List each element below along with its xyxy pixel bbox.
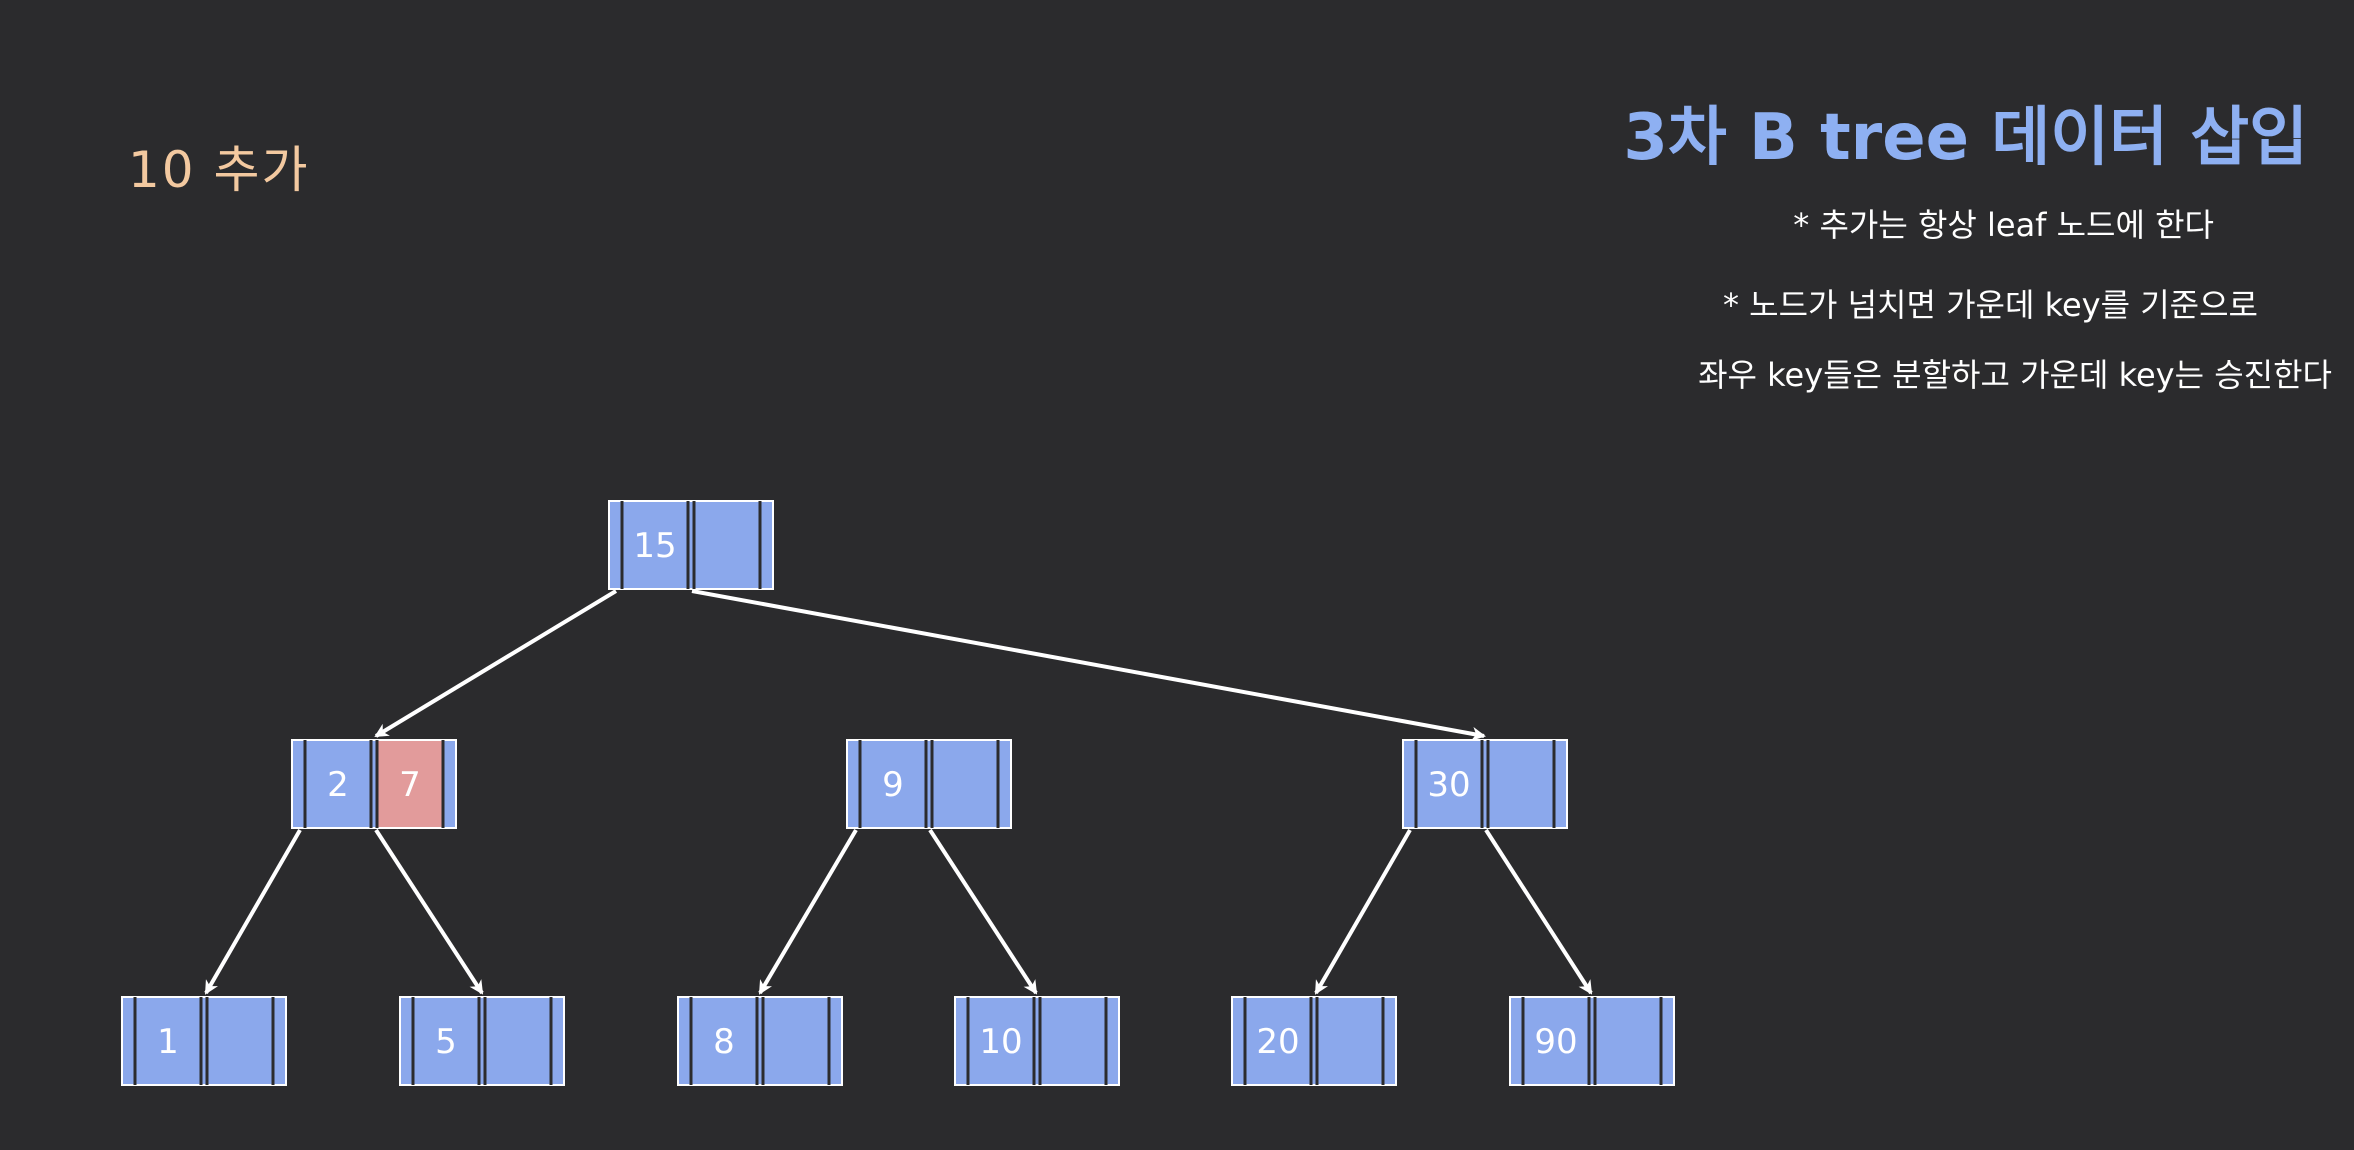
key-label-10: 10 bbox=[979, 1022, 1022, 1062]
key-label-15: 15 bbox=[633, 526, 676, 566]
rule-text-2: * 노드가 넘치면 가운데 key를 기준으로 bbox=[1722, 286, 2258, 324]
key-label-20: 20 bbox=[1256, 1022, 1299, 1062]
node-box bbox=[1231, 996, 1397, 1086]
key-label-8: 8 bbox=[713, 1022, 735, 1062]
edge-root-to-n-30 bbox=[691, 589, 1486, 741]
edge-n-9-to-leaf-10 bbox=[928, 828, 1038, 995]
node-box bbox=[677, 996, 843, 1086]
node-leaf-10: 10 bbox=[954, 996, 1120, 1086]
edge-n-30-to-leaf-90 bbox=[1484, 828, 1593, 995]
slide-title: 3차 B tree 데이터 삽입 bbox=[1623, 101, 2308, 175]
key-label-5: 5 bbox=[435, 1022, 457, 1062]
node-leaf-8: 8 bbox=[677, 996, 843, 1086]
node-n-9: 9 bbox=[846, 739, 1012, 829]
rule-text-1: * 추가는 항상 leaf 노드에 한다 bbox=[1793, 206, 2214, 244]
rule-text-3: 좌우 key들은 분할하고 가운데 key는 승진한다 bbox=[1698, 356, 2332, 394]
node-box bbox=[846, 739, 1012, 829]
key-label-90: 90 bbox=[1534, 1022, 1577, 1062]
node-leaf-20: 20 bbox=[1231, 996, 1397, 1086]
key-label-30: 30 bbox=[1427, 765, 1470, 805]
node-root: 15 bbox=[608, 500, 774, 590]
edge-n-2-7-to-leaf-5 bbox=[374, 828, 484, 995]
node-leaf-5: 5 bbox=[399, 996, 565, 1086]
node-leaf-1: 1 bbox=[121, 996, 287, 1086]
node-box bbox=[608, 500, 774, 590]
key-slot-highlight bbox=[377, 741, 443, 827]
node-box bbox=[121, 996, 287, 1086]
key-label-9: 9 bbox=[882, 765, 904, 805]
node-n-30: 30 bbox=[1402, 739, 1568, 829]
edge-n-9-to-leaf-8 bbox=[758, 828, 858, 995]
edge-root-to-n-2-7 bbox=[374, 589, 618, 738]
key-label-7: 7 bbox=[399, 765, 421, 805]
node-box bbox=[1509, 996, 1675, 1086]
edge-n-30-to-leaf-20 bbox=[1314, 829, 1412, 995]
node-box bbox=[954, 996, 1120, 1086]
node-box bbox=[1402, 739, 1568, 829]
step-label: 10 추가 bbox=[128, 141, 310, 199]
key-label-2: 2 bbox=[327, 765, 349, 805]
node-box bbox=[399, 996, 565, 1086]
edge-n-2-7-to-leaf-1 bbox=[204, 829, 302, 995]
node-leaf-90: 90 bbox=[1509, 996, 1675, 1086]
key-label-1: 1 bbox=[157, 1022, 179, 1062]
edges-layer bbox=[204, 589, 1593, 995]
